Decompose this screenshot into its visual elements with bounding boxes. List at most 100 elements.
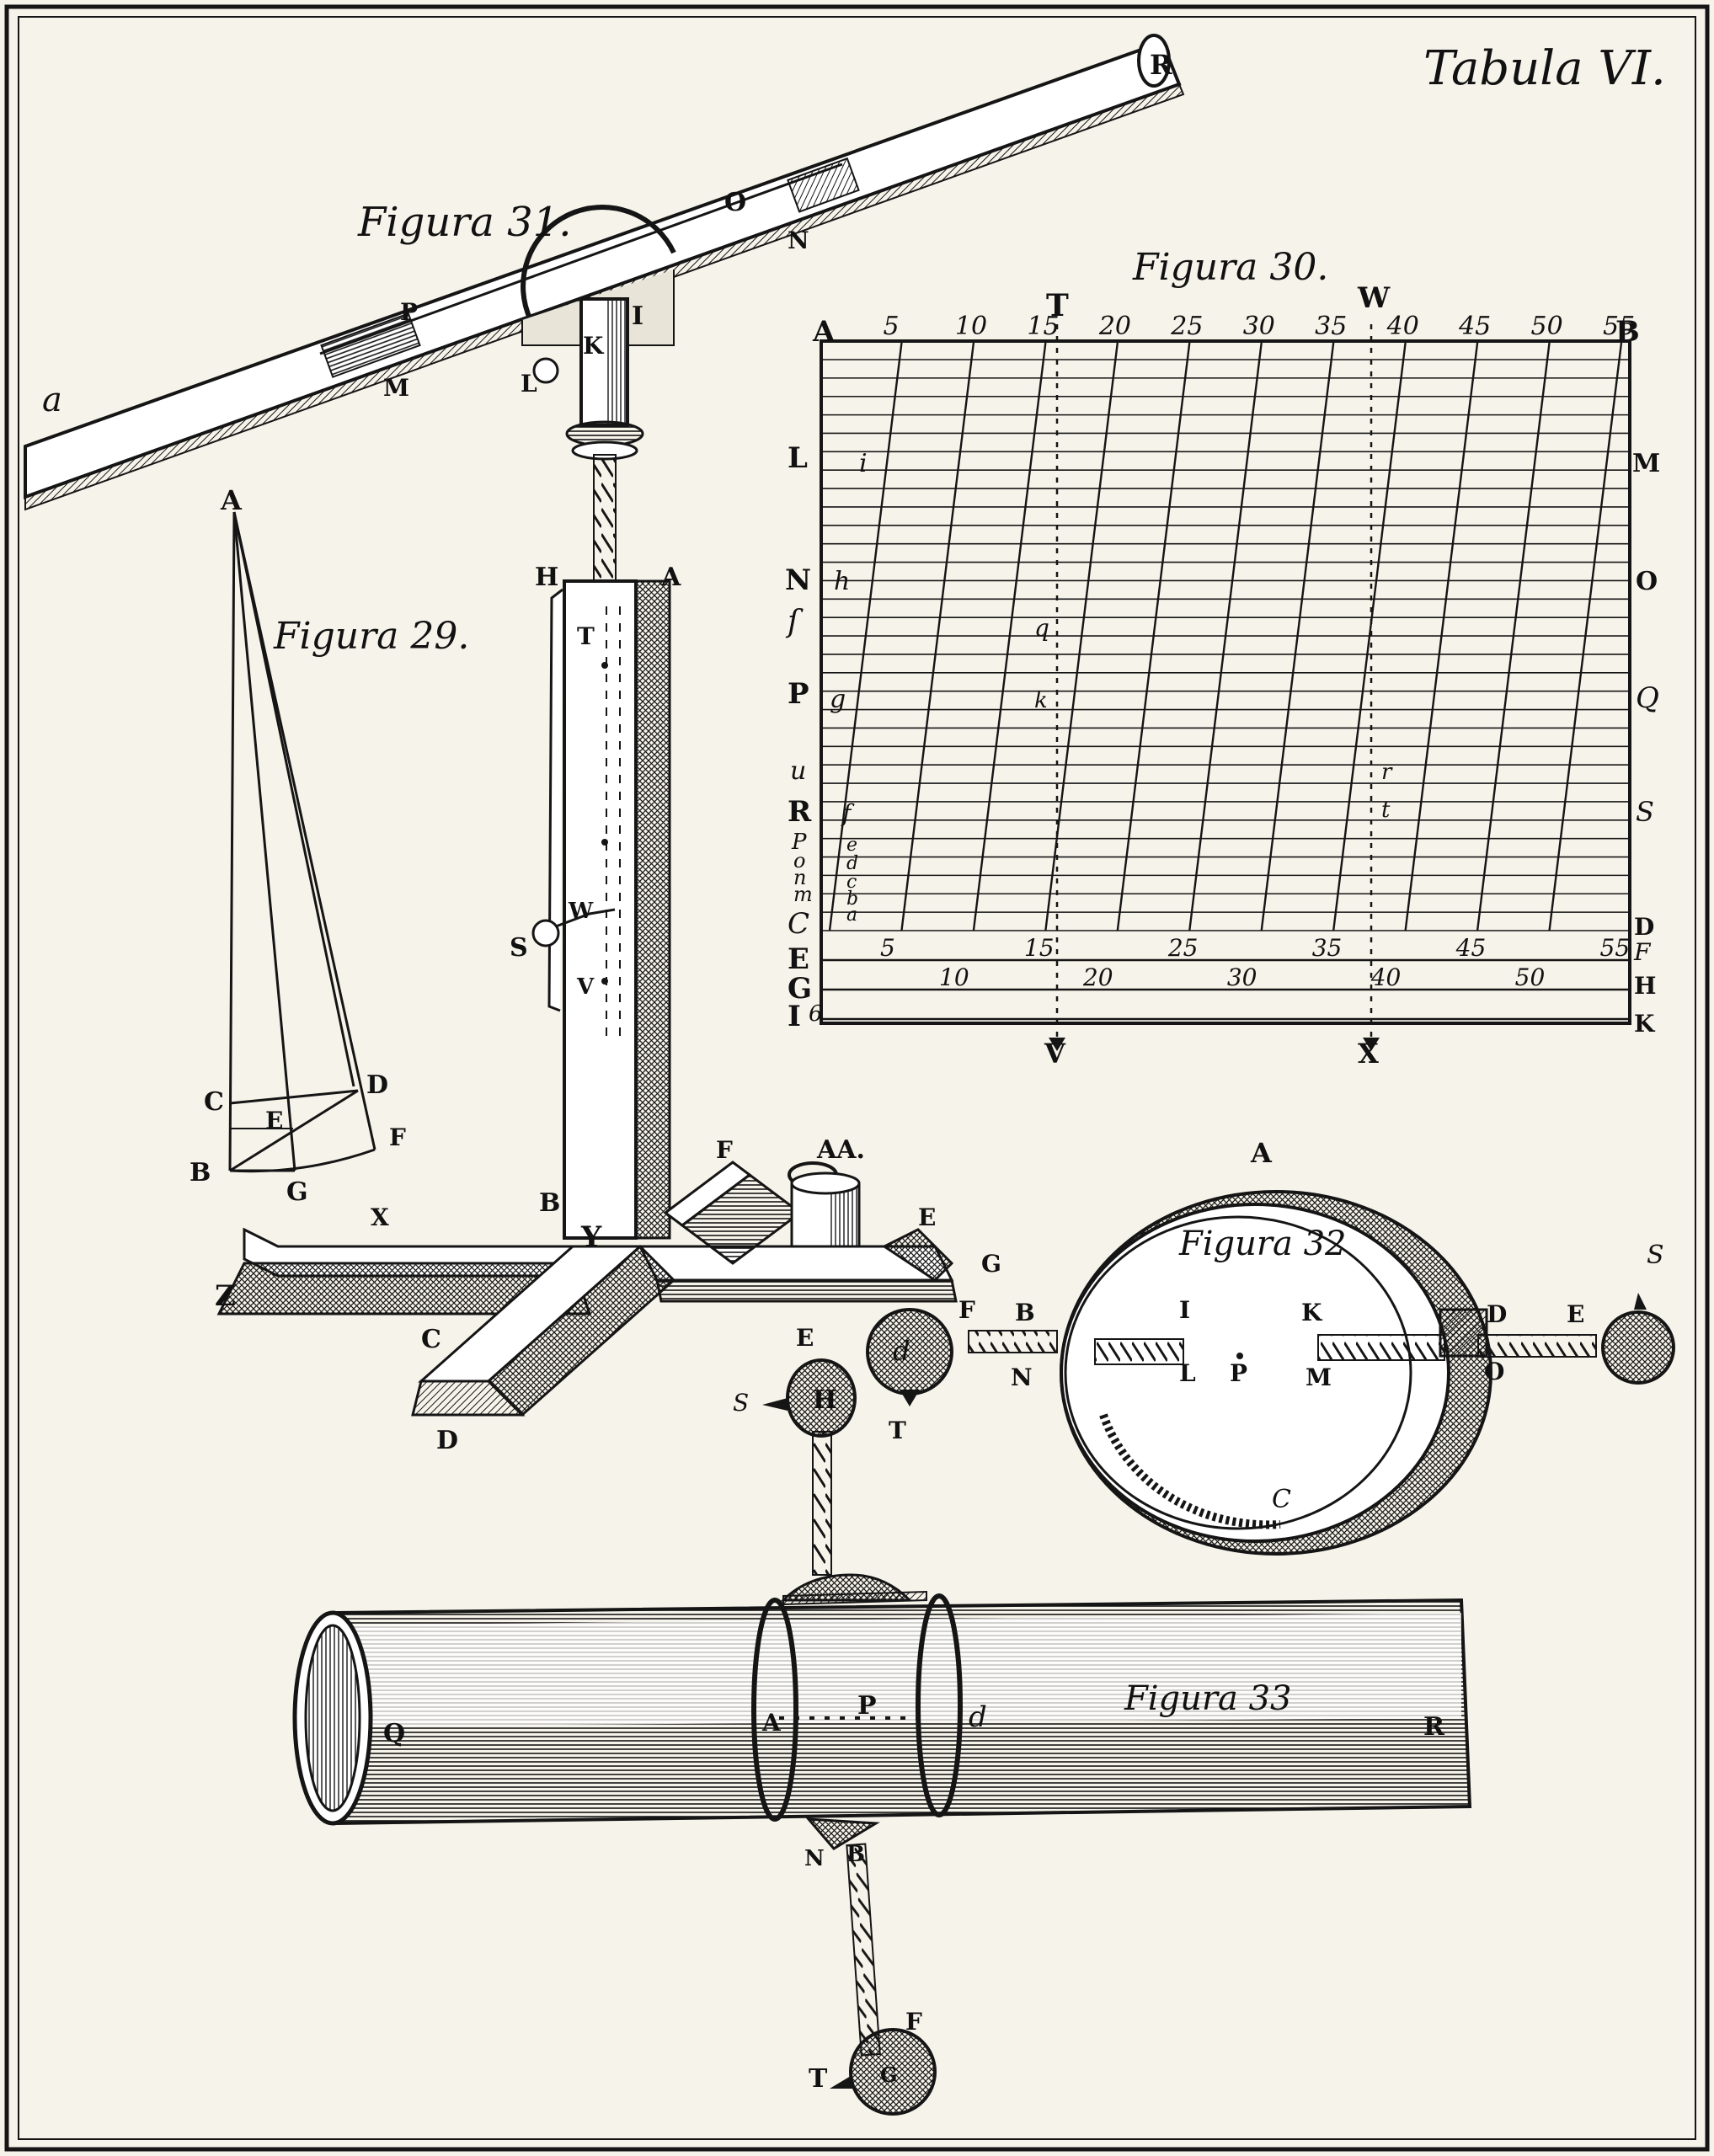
f30-inner-e: e [846, 835, 857, 856]
f32-label-K: K [1301, 1299, 1323, 1326]
label-D: D [436, 1426, 458, 1455]
bottom-knob-G [849, 2028, 937, 2116]
label-L: L [521, 370, 537, 398]
scale-lower-number: 25 [1167, 934, 1199, 962]
scale-top-number: 15 [1027, 312, 1059, 341]
label-N: N [788, 227, 809, 254]
f33-label-A: A [761, 1709, 782, 1737]
f32-label-S: S [1647, 1241, 1664, 1270]
scale-diagonal [1548, 342, 1623, 931]
f33-label-R: R [1423, 1712, 1445, 1742]
f30-inner-i: i [859, 449, 868, 478]
plate-border [4, 4, 1710, 2152]
f30-label-u: u [790, 756, 806, 786]
label-I: I [632, 302, 643, 331]
scale-frame [820, 339, 1631, 1025]
f30-label-O: O [1636, 567, 1658, 596]
figure-29-labels: Figura 29. A C D E F B G [190, 484, 469, 1207]
f30-inner-f: f [841, 799, 855, 827]
f30-inner-b: b [846, 889, 858, 910]
scale-diagonal [1116, 342, 1191, 931]
f29-label-D: D [366, 1070, 388, 1100]
f33-label-S: S [733, 1389, 749, 1417]
f33-label-F: F [905, 2008, 922, 2036]
screw-spindle [593, 454, 617, 582]
f30-label-Q: Q [1636, 681, 1659, 715]
f33-label-Q: Q [383, 1719, 405, 1748]
f32-label-T: T [889, 1417, 906, 1444]
scale-top-number: 10 [955, 312, 987, 341]
f30-inner-r: r [1381, 760, 1393, 785]
f30-inner-g: g [830, 685, 846, 714]
scale-lower-number: 30 [1227, 963, 1257, 991]
scale-lower-number: 40 [1370, 963, 1402, 991]
scale-top-number: 25 [1170, 312, 1203, 341]
label-a: a [42, 381, 62, 419]
figure-30-caption: Figura 30. [1132, 246, 1328, 289]
f30-label-G: G [788, 972, 812, 1006]
f32-label-C: C [1272, 1485, 1291, 1514]
scale-top-number: 20 [1098, 312, 1131, 341]
f33-label-E: E [796, 1324, 814, 1352]
clamp-M [320, 312, 421, 378]
scale-lower-number: 20 [1082, 963, 1113, 991]
f29-label-G: G [286, 1177, 308, 1207]
screw-K [1317, 1334, 1445, 1361]
f30-label-C: C [788, 907, 809, 941]
figure-33 [292, 1358, 1472, 2116]
figure-30-labels: Figura 30. A B L M N O ſ P Q u R S P o n… [785, 246, 1660, 1070]
knob-S [1601, 1310, 1675, 1385]
f33-label-T: T [809, 2064, 828, 2094]
scale-lower-number: 10 [939, 963, 969, 991]
label-P: P [400, 298, 418, 326]
f30-inner-a: a [846, 905, 857, 926]
f29-label-C: C [204, 1087, 224, 1117]
f30-label-o: o [793, 849, 805, 873]
f30-label-P2: P [791, 830, 807, 855]
f30-label-E: E [788, 942, 809, 976]
figure-33-caption: Figura 33 [1124, 1679, 1292, 1718]
f32-label-E: E [1567, 1300, 1584, 1328]
f30-label-N: N [785, 563, 811, 597]
f30-label-B: B [1615, 315, 1640, 349]
f30-label-W: W [1357, 281, 1391, 315]
f32-label-L: L [1179, 1359, 1196, 1387]
f30-inner-d: d [846, 853, 858, 874]
f33-label-N: N [804, 1846, 825, 1871]
clamp-ring-d [916, 1593, 963, 1817]
figure-32-labels: Figura 32 A I K L P M N B D O E S F T d … [889, 1137, 1664, 1514]
f32-label-N: N [1011, 1364, 1033, 1391]
f30-label-V: V [1044, 1038, 1066, 1070]
label-O: O [724, 188, 746, 217]
label-F: F [716, 1136, 733, 1164]
scale-top-number: 50 [1531, 312, 1563, 341]
f30-inner-c: c [846, 872, 857, 893]
scale-top-number: 30 [1243, 312, 1275, 341]
f30-label-I: I [788, 1000, 801, 1033]
f30-label-long-s: ſ [785, 605, 804, 639]
f30-label-m: m [793, 883, 813, 906]
f30-label-H: H [1634, 972, 1656, 1000]
label-H: H [535, 563, 558, 592]
plumb-rod [547, 588, 563, 1012]
scale-top-number: 45 [1458, 312, 1491, 341]
label-Y: Y [580, 1220, 602, 1254]
figure-29 [228, 511, 376, 1173]
f30-label-D: D [1634, 913, 1654, 941]
figure-31-caption: Figura 31. [357, 199, 571, 246]
f32-label-O: O [1484, 1358, 1504, 1385]
label-T: T [577, 622, 595, 650]
label-C: C [421, 1325, 441, 1354]
scale-top-number: 55 [1603, 312, 1635, 341]
f30-label-T: T [1046, 288, 1069, 323]
scale-diagonal [1260, 342, 1335, 931]
scale-lower-number: 5 [880, 934, 895, 962]
f33-label-B: B [846, 1842, 865, 1867]
plate-title: Tabula VI. [1423, 41, 1666, 96]
f30-label-S: S [1636, 796, 1654, 828]
scale-diagonal [1404, 342, 1479, 931]
f30-label-L: L [788, 441, 808, 475]
scale-lower-number: 55 [1600, 934, 1631, 962]
